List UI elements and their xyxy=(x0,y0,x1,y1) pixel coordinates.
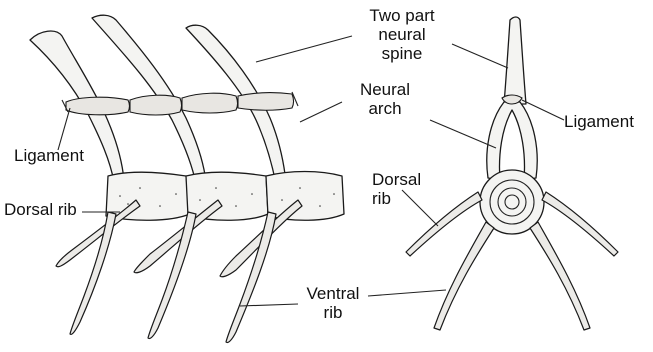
ventral-rib-1 xyxy=(70,212,116,334)
vertebral-body-1 xyxy=(106,172,190,220)
ventral-rib-2 xyxy=(148,212,196,339)
label-two-part-line1: Two part xyxy=(352,6,452,25)
frontal-neural-arch xyxy=(487,102,537,180)
ventral-rib-3 xyxy=(226,212,276,343)
label-ventral-rib-line2: rib xyxy=(298,303,368,322)
label-ventral-rib-line1: Ventral xyxy=(298,284,368,303)
vertebral-body-3 xyxy=(266,172,344,221)
frontal-neural-spine xyxy=(504,17,526,104)
label-two-part-line2: neural xyxy=(352,25,452,44)
label-ligament-left: Ligament xyxy=(14,146,84,165)
label-ligament-right: Ligament xyxy=(564,112,634,131)
lateral-vertebrae-view xyxy=(30,15,344,342)
label-dorsal-rib-left: Dorsal rib xyxy=(4,200,77,219)
label-two-part-line3: spine xyxy=(352,44,452,63)
vertebral-body-2 xyxy=(186,172,268,220)
frontal-dorsal-rib-right xyxy=(542,192,618,256)
label-dorsal-rib-right: Dorsal rib xyxy=(372,170,421,208)
frontal-ventral-rib-right xyxy=(530,222,590,330)
label-ventral-rib: Ventral rib xyxy=(298,284,368,322)
frontal-ventral-rib-left xyxy=(434,222,494,330)
frontal-vertebra-view xyxy=(406,17,618,330)
label-dorsal-rib-right-line2: rib xyxy=(372,189,421,208)
label-neural-arch: Neural arch xyxy=(340,80,430,118)
label-dorsal-rib-right-line1: Dorsal xyxy=(372,170,421,189)
label-neural-arch-line2: arch xyxy=(340,99,430,118)
label-neural-arch-line1: Neural xyxy=(340,80,430,99)
label-two-part-neural-spine: Two part neural spine xyxy=(352,6,452,63)
